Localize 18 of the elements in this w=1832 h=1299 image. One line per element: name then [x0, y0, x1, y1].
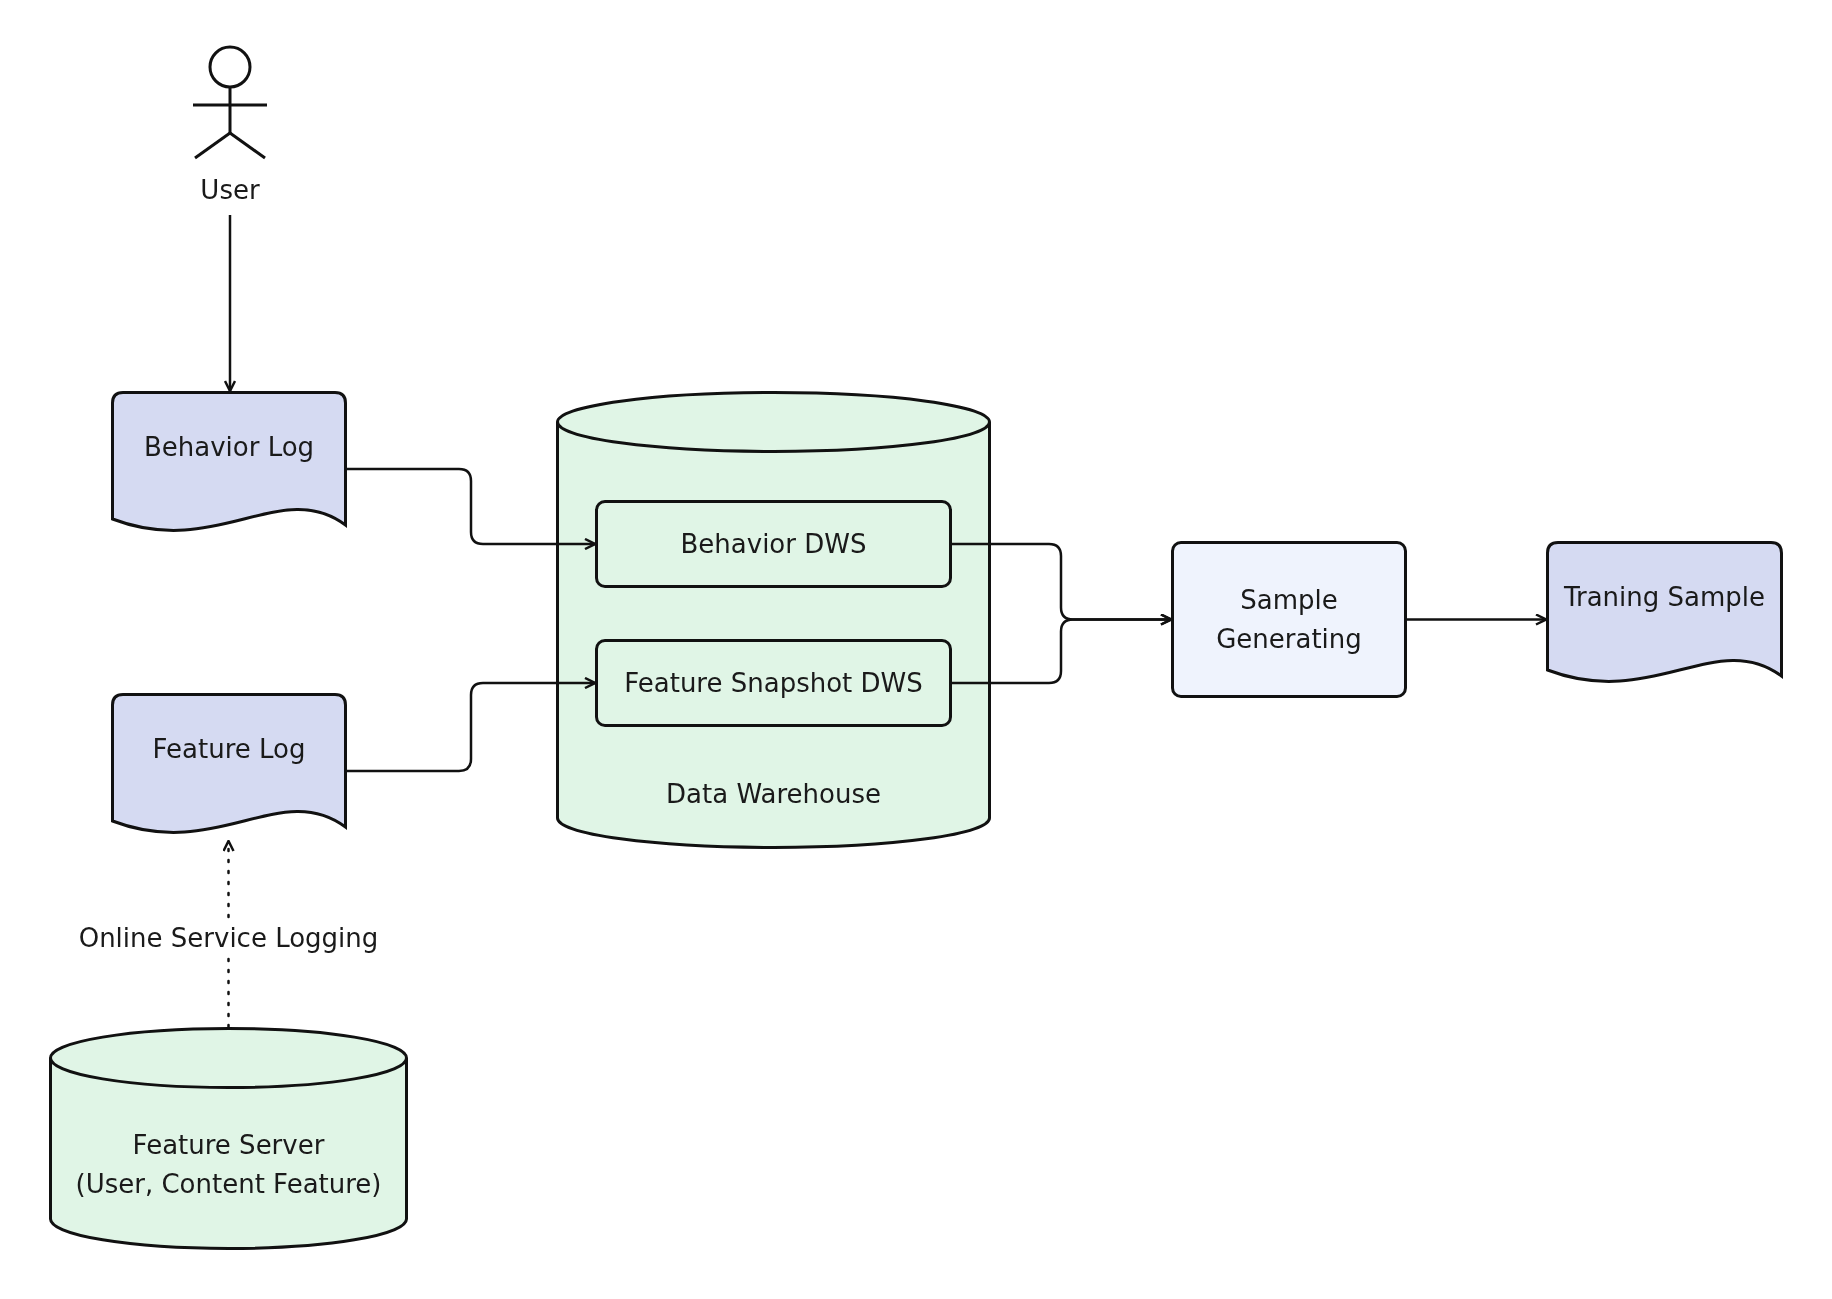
document-label: Feature Log [152, 732, 306, 766]
arrow [347, 676, 597, 773]
arrow [952, 613, 1173, 685]
arrow [347, 467, 597, 551]
process-label: Feature Snapshot DWS [624, 666, 923, 700]
document-label: Behavior Log [143, 430, 315, 464]
document-label: Traning Sample [1563, 581, 1766, 614]
container-label: Data Warehouse [666, 777, 881, 811]
database-label: (User, Content Feature) [75, 1167, 382, 1201]
process-label: Behavior DWS [680, 527, 867, 561]
database-label: Feature Server [132, 1128, 325, 1162]
arrow [223, 215, 237, 393]
actor-label: User [200, 173, 260, 207]
arrow [1407, 613, 1548, 626]
process-box [1171, 541, 1407, 698]
process-label: Sample Generating [1215, 583, 1363, 656]
process-box [595, 500, 952, 588]
process-box [595, 639, 952, 727]
